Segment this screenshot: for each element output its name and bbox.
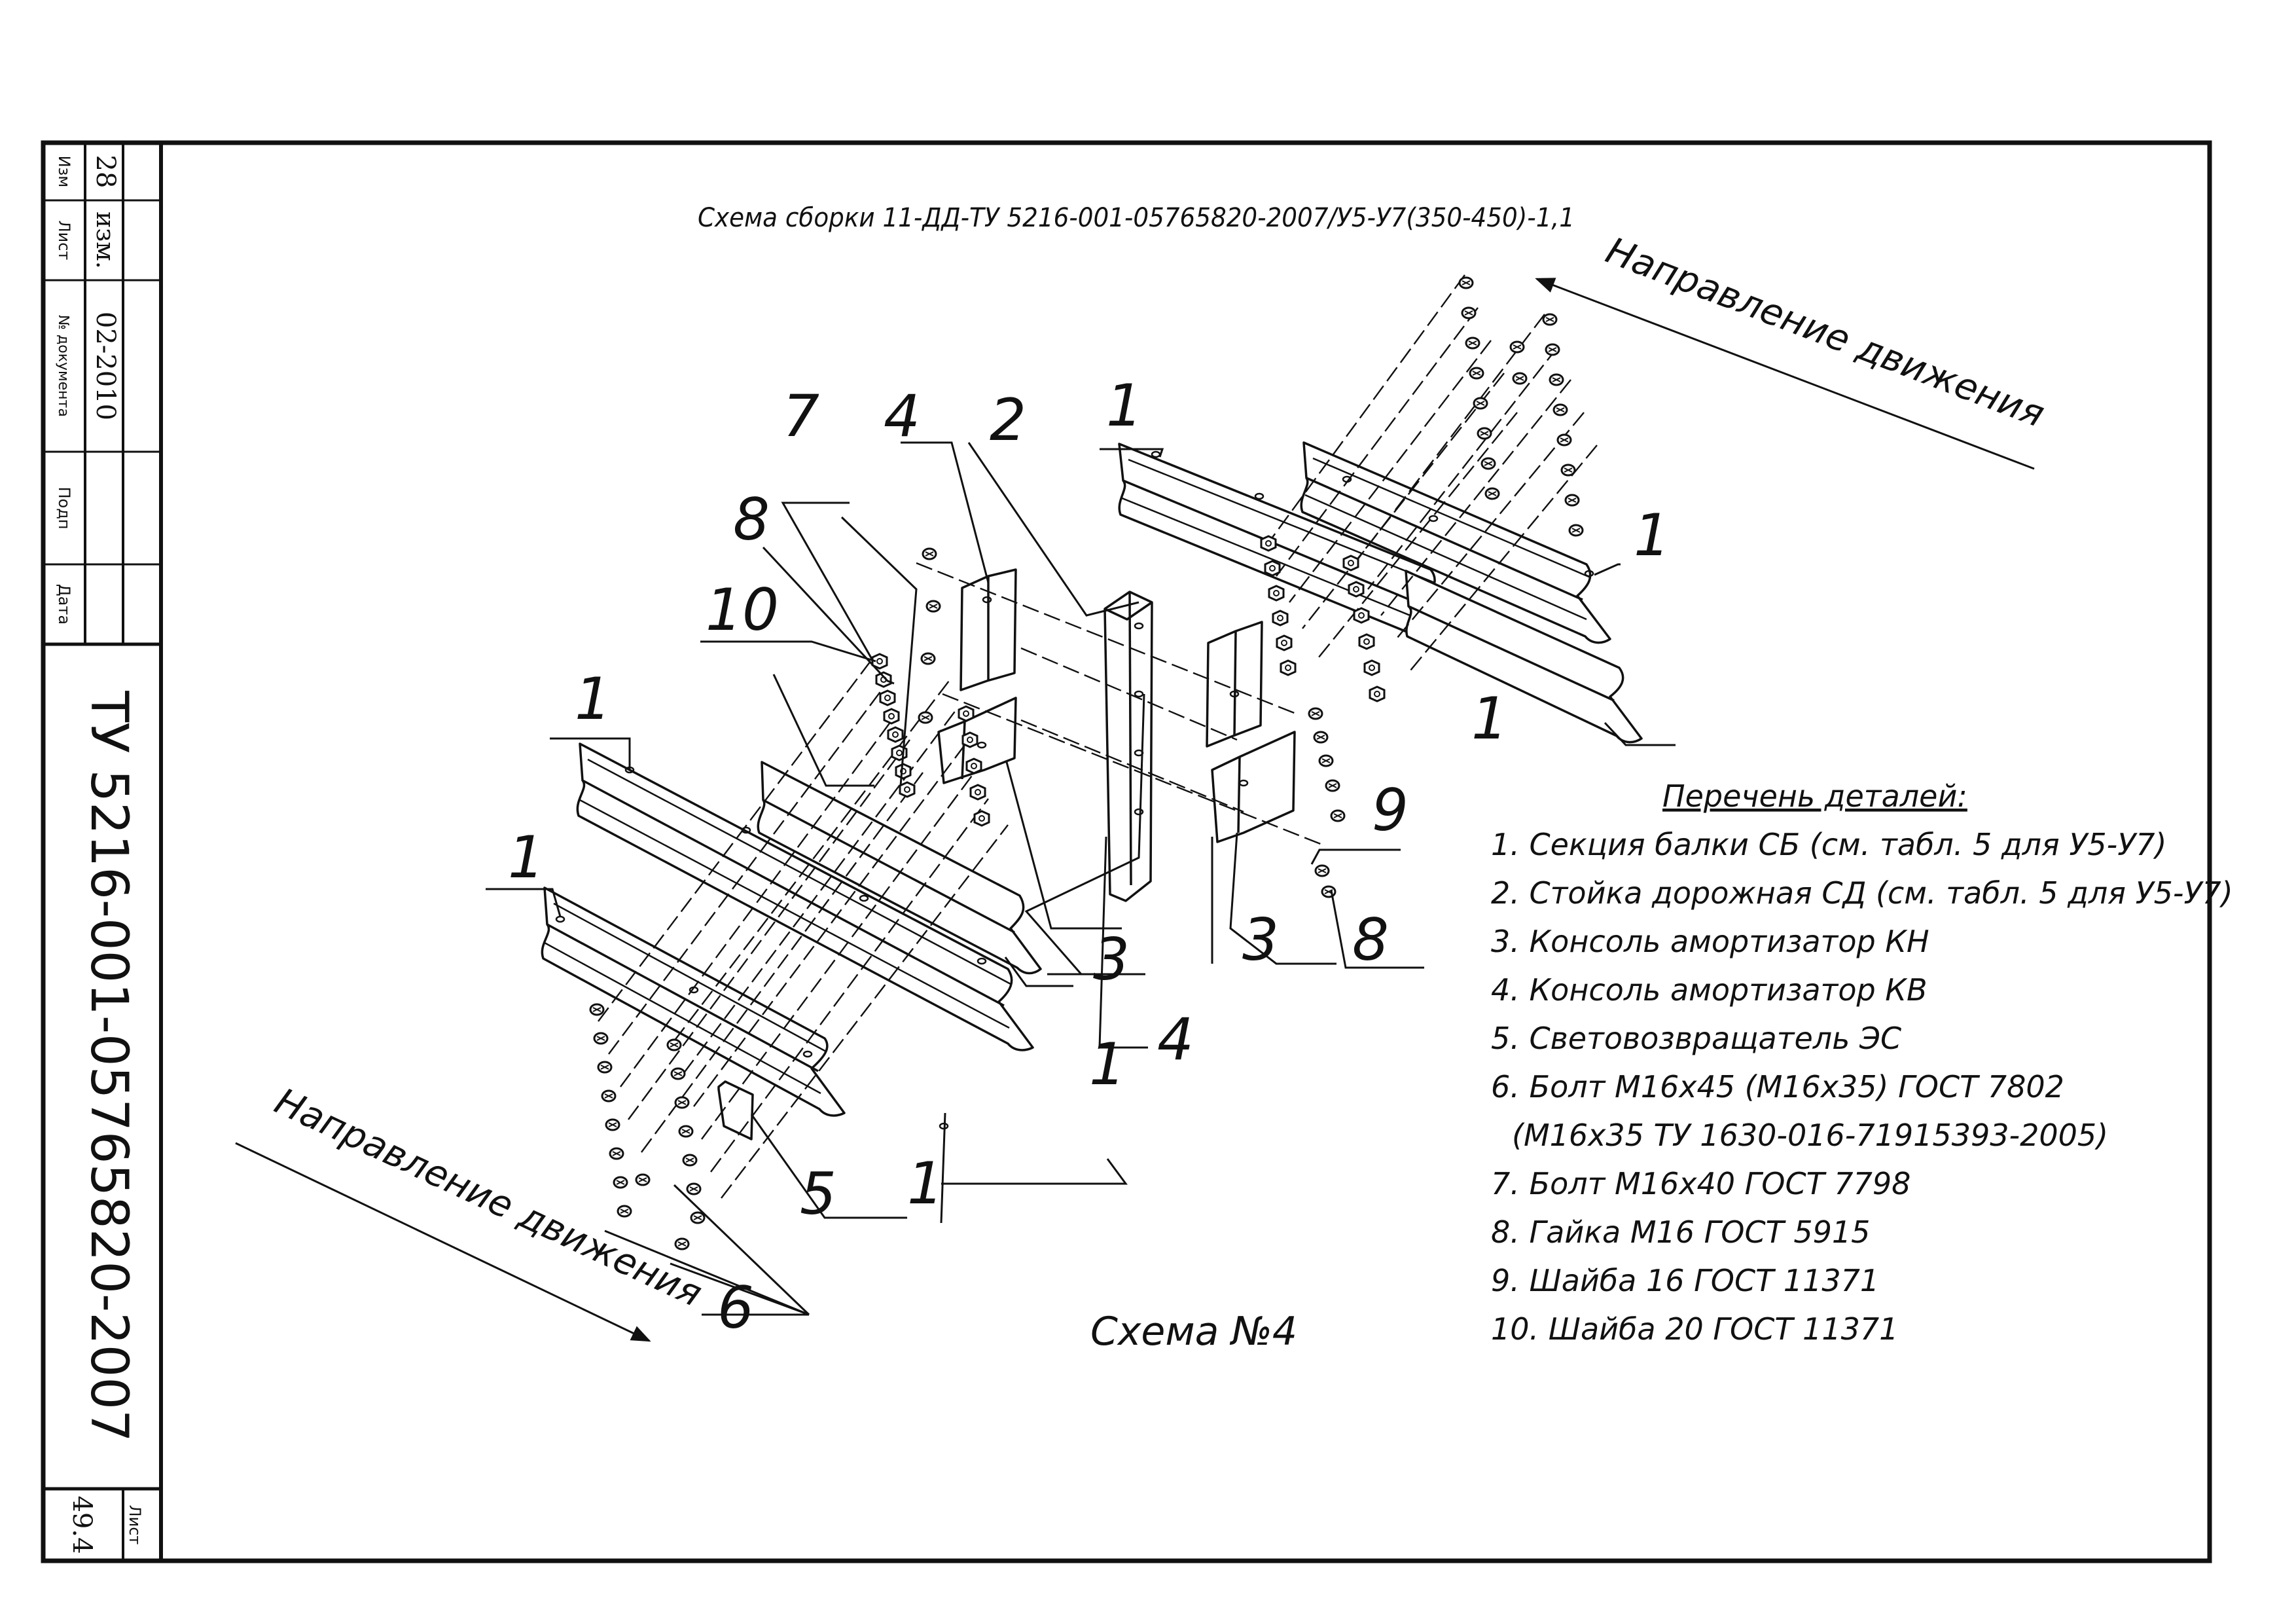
sheet-label: Лист bbox=[126, 1505, 144, 1545]
parts-list-item: 6. Болт М16х45 (М16х35) ГОСТ 7802 bbox=[1491, 1069, 2064, 1104]
title-block: Изм Лист № документа Подп Дата 28 изм. 0… bbox=[55, 155, 144, 1554]
stamp-header-list: Лист bbox=[55, 221, 73, 261]
parts-list-item: 4. Консоль амортизатор КВ bbox=[1491, 972, 1928, 1008]
console-kn-right bbox=[1206, 621, 1263, 748]
parts-list-item: 9. Шайба 16 ГОСТ 11371 bbox=[1491, 1263, 1879, 1298]
callout-console-kn-left: 3 bbox=[1093, 926, 1130, 993]
callout-washer-20: 10 bbox=[706, 576, 779, 644]
stamp-value-change-no: 28 bbox=[90, 155, 120, 189]
parts-list-item: 2. Стойка дорожная СД (см. табл. 5 для У… bbox=[1491, 875, 2233, 911]
console-kv-upper-left bbox=[960, 568, 1017, 691]
document-code: ТУ 5216-001-05765820-2007 bbox=[79, 690, 138, 1442]
beam-section-lower-front bbox=[541, 886, 846, 1117]
beam-section-upper-back bbox=[1300, 441, 1611, 644]
callout-beam-upper-right: 1 bbox=[1634, 501, 1670, 569]
callout-beam-upper-left: 1 bbox=[1106, 372, 1143, 439]
parts-list-item: 7. Болт М16х40 ГОСТ 7798 bbox=[1491, 1166, 1910, 1201]
callout-post: 2 bbox=[990, 386, 1026, 454]
parts-list-item: (М16х35 ТУ 1630-016-71915393-2005) bbox=[1512, 1118, 2108, 1153]
callout-beam-far-left: 1 bbox=[508, 824, 545, 891]
callout-beam-right: 1 bbox=[1471, 685, 1508, 752]
callout-console-kn-right: 3 bbox=[1242, 906, 1279, 974]
parts-list-item: 3. Консоль амортизатор КН bbox=[1491, 924, 1929, 959]
callout-washer-16: 9 bbox=[1372, 776, 1408, 844]
parts-list-item: 1. Секция балки СБ (см. табл. 5 для У5-У… bbox=[1491, 827, 2166, 862]
direction-label-top: Направление движения bbox=[1600, 229, 2050, 436]
stamp-value-list: изм. bbox=[91, 211, 120, 269]
parts-list-item: 10. Шайба 20 ГОСТ 11371 bbox=[1491, 1311, 1898, 1347]
drawing-frame bbox=[41, 140, 2212, 1563]
parts-list-item: 5. Световозвращатель ЭС bbox=[1491, 1021, 1901, 1056]
direction-indicator-bottom: Направление движения bbox=[235, 1080, 708, 1342]
beam-overlap-joint bbox=[757, 761, 1042, 975]
parts-list: Перечень деталей: 1. Секция балки СБ (см… bbox=[1491, 778, 2233, 1347]
parts-list-heading: Перечень деталей: bbox=[1662, 778, 1967, 814]
stamp-header-doc: № документа bbox=[55, 315, 71, 417]
road-post-sd bbox=[1103, 591, 1153, 902]
callout-console-kv-top: 4 bbox=[884, 382, 920, 450]
callout-nut-right: 8 bbox=[1352, 906, 1389, 974]
stamp-header-izm: Изм bbox=[55, 156, 73, 188]
callout-bolt-m16x45: 6 bbox=[717, 1274, 754, 1341]
callout-leaders bbox=[486, 441, 1676, 1316]
scheme-label: Схема №4 bbox=[1090, 1309, 1297, 1355]
stamp-header-sign: Подп bbox=[55, 486, 73, 529]
callout-beam-lower-left: 1 bbox=[575, 665, 611, 733]
sheet-number: 49.4 bbox=[67, 1495, 97, 1554]
exploded-assembly-view bbox=[541, 274, 1643, 1199]
console-kv-right bbox=[1211, 731, 1296, 843]
callout-console-kv-bottom: 4 bbox=[1157, 1006, 1194, 1073]
callout-beam-lower-mid: 1 bbox=[1089, 1030, 1126, 1098]
assembly-axis-lines bbox=[598, 274, 1598, 1199]
stamp-header-date: Дата bbox=[55, 584, 73, 625]
stamp-value-doc: 02-2010 bbox=[90, 312, 120, 420]
assembly-scheme-title: Схема сборки 11-ДД-ТУ 5216-001-05765820-… bbox=[698, 203, 1575, 233]
beam-section-upper-right bbox=[1405, 570, 1643, 744]
callout-nut-left: 8 bbox=[733, 486, 770, 553]
beam-section-lower-back bbox=[576, 742, 1034, 1051]
callout-bolt-m16x40: 7 bbox=[783, 382, 819, 450]
callout-reflector: 5 bbox=[800, 1160, 836, 1228]
callout-numbers: 1 1 1 1 1 1 1 2 3 3 4 4 5 6 7 8 8 9 10 bbox=[508, 372, 1670, 1341]
direction-indicator-top: Направление движения bbox=[1535, 229, 2050, 470]
parts-list-item: 8. Гайка М16 ГОСТ 5915 bbox=[1491, 1214, 1870, 1250]
callout-beam-lower-right: 1 bbox=[907, 1150, 944, 1217]
direction-label-bottom: Направление движения bbox=[268, 1080, 708, 1315]
reflector-es bbox=[717, 1080, 754, 1140]
